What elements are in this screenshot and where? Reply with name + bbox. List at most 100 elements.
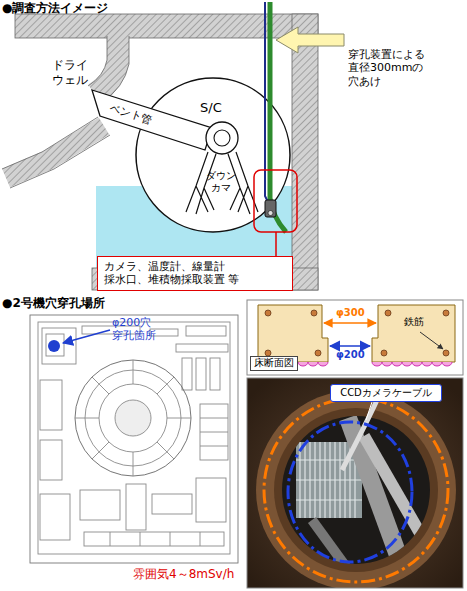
floor-plan xyxy=(200,404,228,460)
drill-location-marker xyxy=(48,330,110,352)
rebar-dot xyxy=(443,350,449,356)
hole-photo xyxy=(247,378,463,588)
concrete-wall xyxy=(15,14,318,38)
floor-plan xyxy=(84,532,224,546)
floor-plan xyxy=(92,377,109,394)
part-name: ダウン カマ xyxy=(204,170,238,194)
floor-section xyxy=(247,300,463,375)
concrete-wall xyxy=(88,36,107,86)
floor-section xyxy=(247,300,463,375)
hole-photo xyxy=(342,398,378,470)
part-name: S/C xyxy=(200,100,222,116)
dimension-label: φ300 xyxy=(336,307,365,319)
dose-rate-note: 雰囲気4～8mSv/h xyxy=(133,567,234,582)
dimension-arrow xyxy=(330,345,370,347)
camera-unit xyxy=(265,200,276,217)
rebar-dot xyxy=(311,310,317,316)
hole-photo xyxy=(366,402,372,420)
floor-plan xyxy=(157,442,174,459)
callout-highlight xyxy=(275,232,277,256)
floor-plan xyxy=(176,344,228,352)
floor-plan xyxy=(182,358,192,390)
callout-note: 穿孔装置による 直径300mmの 穴あけ xyxy=(348,48,432,88)
rebar-dot xyxy=(381,350,387,356)
node-text: CCDカメラケーブル xyxy=(340,387,432,399)
photo-frame xyxy=(247,378,463,588)
floor-plan xyxy=(200,432,228,433)
floor-plan xyxy=(80,490,120,520)
dimension-label: φ200 xyxy=(336,349,365,361)
hole-photo xyxy=(288,422,412,562)
floor-plan xyxy=(157,377,174,394)
suppression-chamber xyxy=(136,78,290,232)
camera-unit xyxy=(265,200,276,217)
vent-pipe xyxy=(92,90,212,150)
part-name: ベント管 xyxy=(108,101,154,127)
node-text: カメラ、温度計、線量計 採水口、堆積物採取装置 等 xyxy=(104,260,260,287)
floor-plan xyxy=(40,380,62,430)
floor-plan xyxy=(38,322,230,554)
camera-unit xyxy=(268,211,273,216)
floor-plan xyxy=(200,446,228,447)
drill-location-marker xyxy=(63,330,110,343)
area-name: ドライ ウェル xyxy=(52,58,94,87)
floor-plan xyxy=(133,360,134,384)
floor-section xyxy=(258,305,328,362)
floor-plan xyxy=(30,315,238,563)
floor-plan xyxy=(126,484,146,530)
floor-section xyxy=(372,305,455,362)
photo-callout-box: CCDカメラケーブル xyxy=(330,384,442,402)
floor-plan xyxy=(196,358,206,390)
floor-plan xyxy=(110,532,111,546)
floor-plan xyxy=(42,328,76,364)
floor-plan xyxy=(186,326,226,336)
floor-plan xyxy=(152,494,192,514)
floor-plan xyxy=(133,452,134,476)
hole-photo xyxy=(264,398,448,582)
hole-photo xyxy=(364,436,424,540)
probe-cable xyxy=(265,2,269,204)
floor-plan xyxy=(75,360,191,476)
hole-photo xyxy=(274,408,438,572)
floor-plan xyxy=(40,494,70,540)
floor-plan xyxy=(115,400,151,436)
floor-plan xyxy=(170,532,171,546)
floor-plan xyxy=(92,442,109,459)
floor-plan xyxy=(99,384,167,452)
concrete-wall xyxy=(292,14,318,290)
dimension-arrow xyxy=(324,322,376,324)
hole-photo xyxy=(256,390,456,588)
concrete-wall xyxy=(6,126,104,178)
section-heading: ●調査方法イメージ xyxy=(2,1,108,16)
floor-plan xyxy=(140,532,141,546)
vent-pipe xyxy=(206,122,238,154)
floor-plan xyxy=(210,358,220,390)
drill-location-marker xyxy=(48,340,60,352)
callout-highlight xyxy=(254,170,297,256)
concrete-wall xyxy=(2,117,98,169)
node-text: 床断面図 xyxy=(254,357,294,369)
rebar-dot xyxy=(443,310,449,316)
vent-pipe xyxy=(92,90,238,154)
floor-plan xyxy=(196,478,226,522)
floor-plan xyxy=(40,440,62,480)
concrete-wall xyxy=(101,36,129,103)
floor-plan xyxy=(200,532,201,546)
downcomer-pipe xyxy=(186,152,258,214)
dimension-arrow xyxy=(420,332,443,349)
floor-plan xyxy=(46,334,64,356)
floor-plan xyxy=(30,315,238,563)
floor-plan xyxy=(75,418,99,419)
part-name: 鉄筋 xyxy=(404,316,424,328)
floor-plan xyxy=(85,370,181,466)
pointer-arrow xyxy=(276,27,344,53)
location-note: φ200穴 穿孔箇所 xyxy=(112,316,162,343)
rebar-dot xyxy=(265,310,271,316)
equipment-box: カメラ、温度計、線量計 採水口、堆積物採取装置 等 xyxy=(97,256,293,291)
concrete-wall xyxy=(10,135,110,188)
dimension-arrow xyxy=(324,323,443,349)
